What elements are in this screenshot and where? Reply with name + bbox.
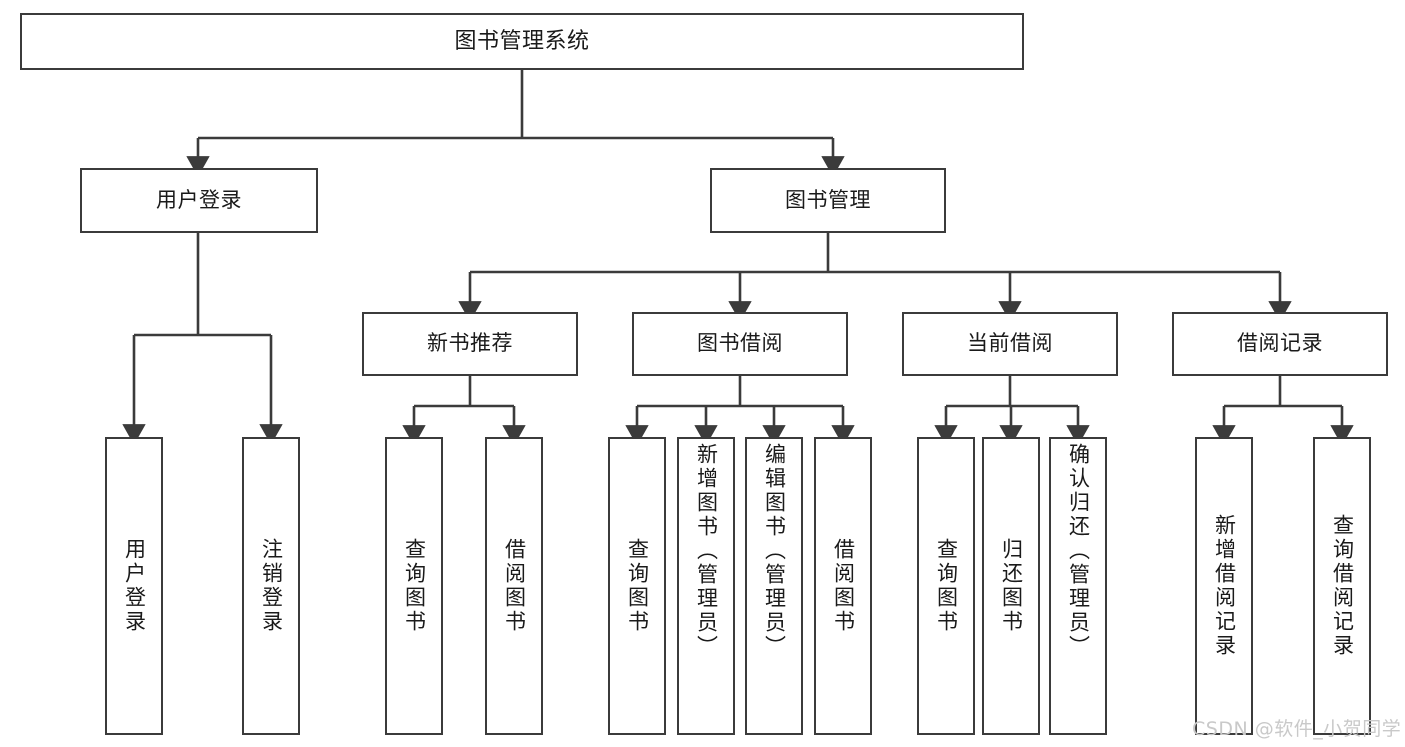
- node-book-manage[interactable]: 图书管理: [710, 168, 946, 233]
- node-leaf-return-book[interactable]: 归还图书: [982, 437, 1040, 735]
- node-root[interactable]: 图书管理系统: [20, 13, 1024, 70]
- node-leaf-add-record[interactable]: 新增借阅记录: [1195, 437, 1253, 735]
- node-current-borrow-label: 当前借阅: [967, 332, 1053, 356]
- node-leaf-borrow-book-2[interactable]: 借阅图书: [814, 437, 872, 735]
- node-leaf-add-book[interactable]: 新增图书（管理员）: [677, 437, 735, 735]
- node-root-label: 图书管理系统: [454, 28, 590, 54]
- watermark-text: CSDN @软件_小贺同学: [1192, 718, 1402, 740]
- node-borrow-record-label: 借阅记录: [1237, 332, 1323, 356]
- node-user-login[interactable]: 用户登录: [80, 168, 318, 233]
- node-leaf-confirm-return-label: 确认归还（管理员）: [1066, 443, 1090, 659]
- node-leaf-borrow-book-2-label: 借阅图书: [831, 538, 855, 634]
- node-leaf-add-record-label: 新增借阅记录: [1212, 514, 1236, 658]
- node-leaf-query-book-1[interactable]: 查询图书: [385, 437, 443, 735]
- node-new-book-rec-label: 新书推荐: [427, 332, 513, 356]
- node-leaf-edit-book-label: 编辑图书（管理员）: [762, 443, 786, 659]
- node-leaf-logout-label: 注销登录: [259, 538, 283, 634]
- node-borrow-record[interactable]: 借阅记录: [1172, 312, 1388, 376]
- node-current-borrow[interactable]: 当前借阅: [902, 312, 1118, 376]
- node-leaf-add-book-label: 新增图书（管理员）: [694, 443, 718, 659]
- node-user-login-label: 用户登录: [156, 188, 242, 212]
- node-new-book-rec[interactable]: 新书推荐: [362, 312, 578, 376]
- node-leaf-confirm-return[interactable]: 确认归还（管理员）: [1049, 437, 1107, 735]
- node-book-borrow[interactable]: 图书借阅: [632, 312, 848, 376]
- node-book-manage-label: 图书管理: [785, 188, 871, 212]
- node-leaf-borrow-book-1[interactable]: 借阅图书: [485, 437, 543, 735]
- node-leaf-edit-book[interactable]: 编辑图书（管理员）: [745, 437, 803, 735]
- node-leaf-query-record[interactable]: 查询借阅记录: [1313, 437, 1371, 735]
- node-leaf-query-book-1-label: 查询图书: [402, 538, 426, 634]
- node-leaf-query-book-3-label: 查询图书: [934, 538, 958, 634]
- node-book-borrow-label: 图书借阅: [697, 332, 783, 356]
- node-leaf-return-book-label: 归还图书: [999, 538, 1023, 634]
- node-leaf-query-book-2-label: 查询图书: [625, 538, 649, 634]
- node-leaf-query-book-3[interactable]: 查询图书: [917, 437, 975, 735]
- node-leaf-query-book-2[interactable]: 查询图书: [608, 437, 666, 735]
- node-leaf-borrow-book-1-label: 借阅图书: [502, 538, 526, 634]
- node-leaf-user-login[interactable]: 用户登录: [105, 437, 163, 735]
- node-leaf-logout[interactable]: 注销登录: [242, 437, 300, 735]
- node-leaf-query-record-label: 查询借阅记录: [1330, 514, 1354, 658]
- node-leaf-user-login-label: 用户登录: [122, 538, 146, 634]
